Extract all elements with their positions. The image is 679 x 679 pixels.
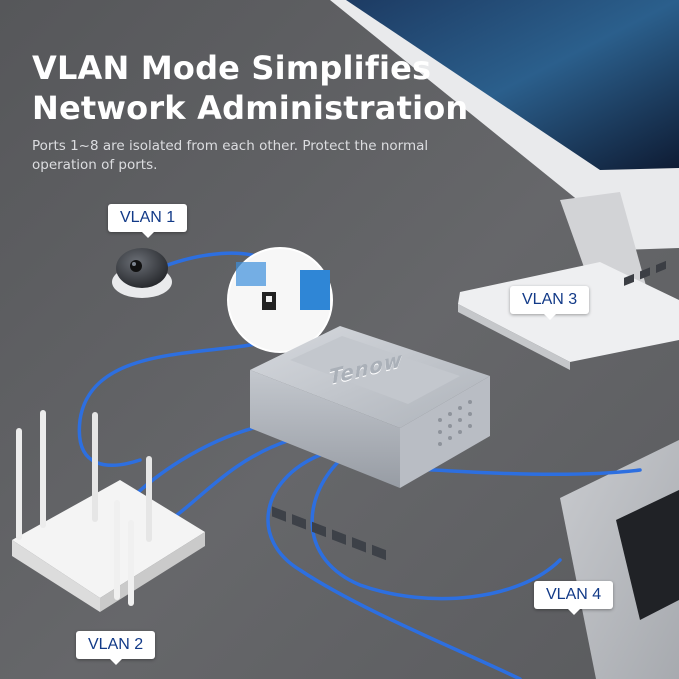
vlan-2-label: VLAN 2 [76,631,156,665]
page-title: VLAN Mode Simplifies Network Administrat… [32,48,472,128]
vlan-3-label: VLAN 3 [510,286,590,320]
dome-camera [112,248,172,298]
network-switch [250,326,490,561]
monitor [330,0,679,370]
dip-switch-callout [227,247,333,353]
ethernet-cables [77,251,642,679]
title-line-1: VLAN Mode Simplifies [32,49,432,87]
wifi-router [12,410,205,612]
subtitle-description: Ports 1~8 are isolated from each other. … [32,138,429,173]
laptop [560,260,679,679]
vlan-1-label: VLAN 1 [108,204,188,238]
vlan-4-label: VLAN 4 [534,581,614,615]
title-line-2: Network Administration [32,89,469,127]
